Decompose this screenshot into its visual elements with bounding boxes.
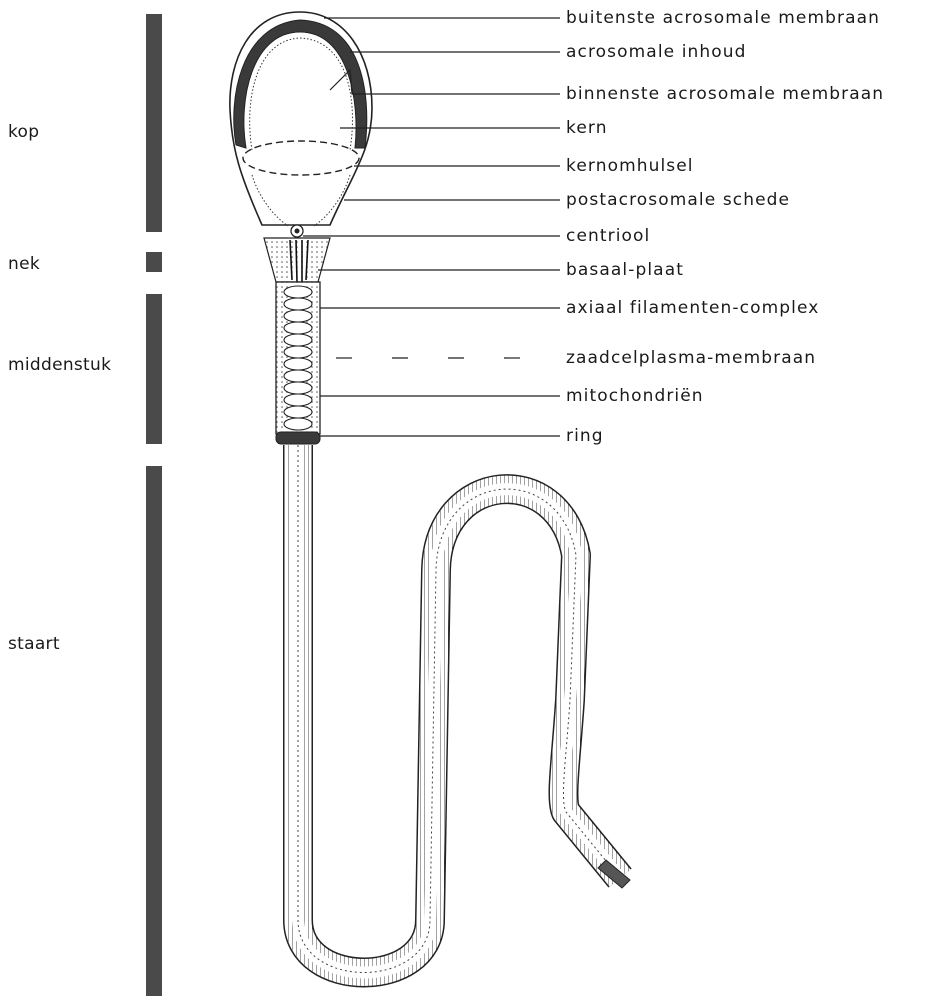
label-postacrosomale-schede: postacrosomale schede [566,190,790,210]
label-mitochondrien: mitochondriën [566,386,704,406]
label-axiaal-filamenten-complex: axiaal filamenten-complex [566,298,819,318]
label-acrosomale-inhoud: acrosomale inhoud [566,42,747,62]
label-ring: ring [566,426,604,446]
label-binnenste-acrosomale-membraan: binnenste acrosomale membraan [566,84,884,104]
label-centriool: centriool [566,226,650,246]
label-kernomhulsel: kernomhulsel [566,156,694,176]
sperm-head [230,12,372,237]
label-zaadcelplasma-membraan: zaadcelplasma-membraan [566,348,816,368]
label-buitenste-acrosomale-membraan: buitenste acrosomale membraan [566,8,880,28]
annulus-ring [276,432,320,444]
sperm-neck [264,238,330,282]
label-basaal-plaat: basaal-plaat [566,260,684,280]
label-kern: kern [566,118,608,138]
sperm-tail [298,445,630,973]
outer-acrosomal-membrane [230,12,372,225]
sperm-midpiece [276,282,320,444]
